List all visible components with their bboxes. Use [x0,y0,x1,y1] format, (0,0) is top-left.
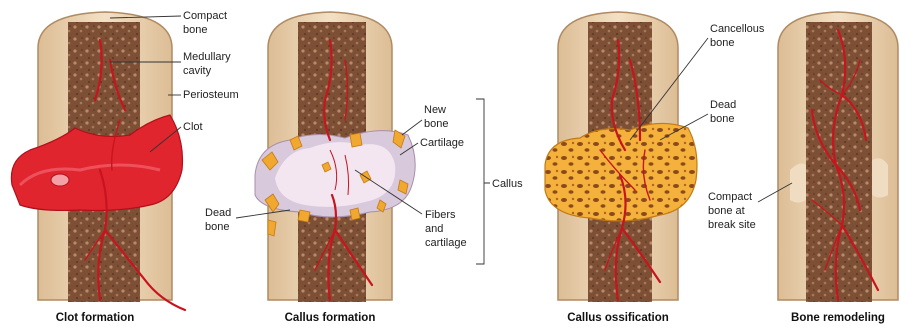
caption-callus-ossification: Callus ossification [567,312,669,324]
caption-callus-formation: Callus formation [285,312,376,324]
svg-text:Compact: Compact [708,191,752,203]
stage-callus-ossification [545,12,697,302]
svg-text:bone: bone [710,113,734,125]
svg-text:cavity: cavity [183,65,212,77]
svg-text:cartilage: cartilage [425,237,467,249]
caption-bone-remodeling: Bone remodeling [791,312,885,324]
svg-text:Dead: Dead [205,207,231,219]
svg-text:bone: bone [205,221,229,233]
stage-clot-formation [11,12,185,310]
svg-text:break site: break site [708,219,756,231]
svg-text:bone: bone [424,118,448,130]
svg-text:Periosteum: Periosteum [183,89,239,101]
label-periosteum: Periosteum [168,89,239,101]
stage-callus-formation [255,12,415,302]
svg-text:and: and [425,223,443,235]
svg-text:bone: bone [183,24,207,36]
svg-text:Clot: Clot [183,121,203,133]
callus-bracket: Callus [476,99,523,264]
caption-clot-formation: Clot formation [56,312,135,324]
svg-text:Cartilage: Cartilage [420,137,464,149]
svg-text:Fibers: Fibers [425,209,456,221]
svg-text:Compact: Compact [183,10,227,22]
svg-text:New: New [424,104,446,116]
svg-text:Medullary: Medullary [183,51,231,63]
svg-text:Cancellous: Cancellous [710,23,765,35]
label-new-bone: New bone [402,104,448,135]
svg-text:bone at: bone at [708,205,745,217]
svg-text:Callus: Callus [492,178,523,190]
stage-bone-remodeling [778,12,898,302]
svg-text:Dead: Dead [710,99,736,111]
svg-text:bone: bone [710,37,734,49]
